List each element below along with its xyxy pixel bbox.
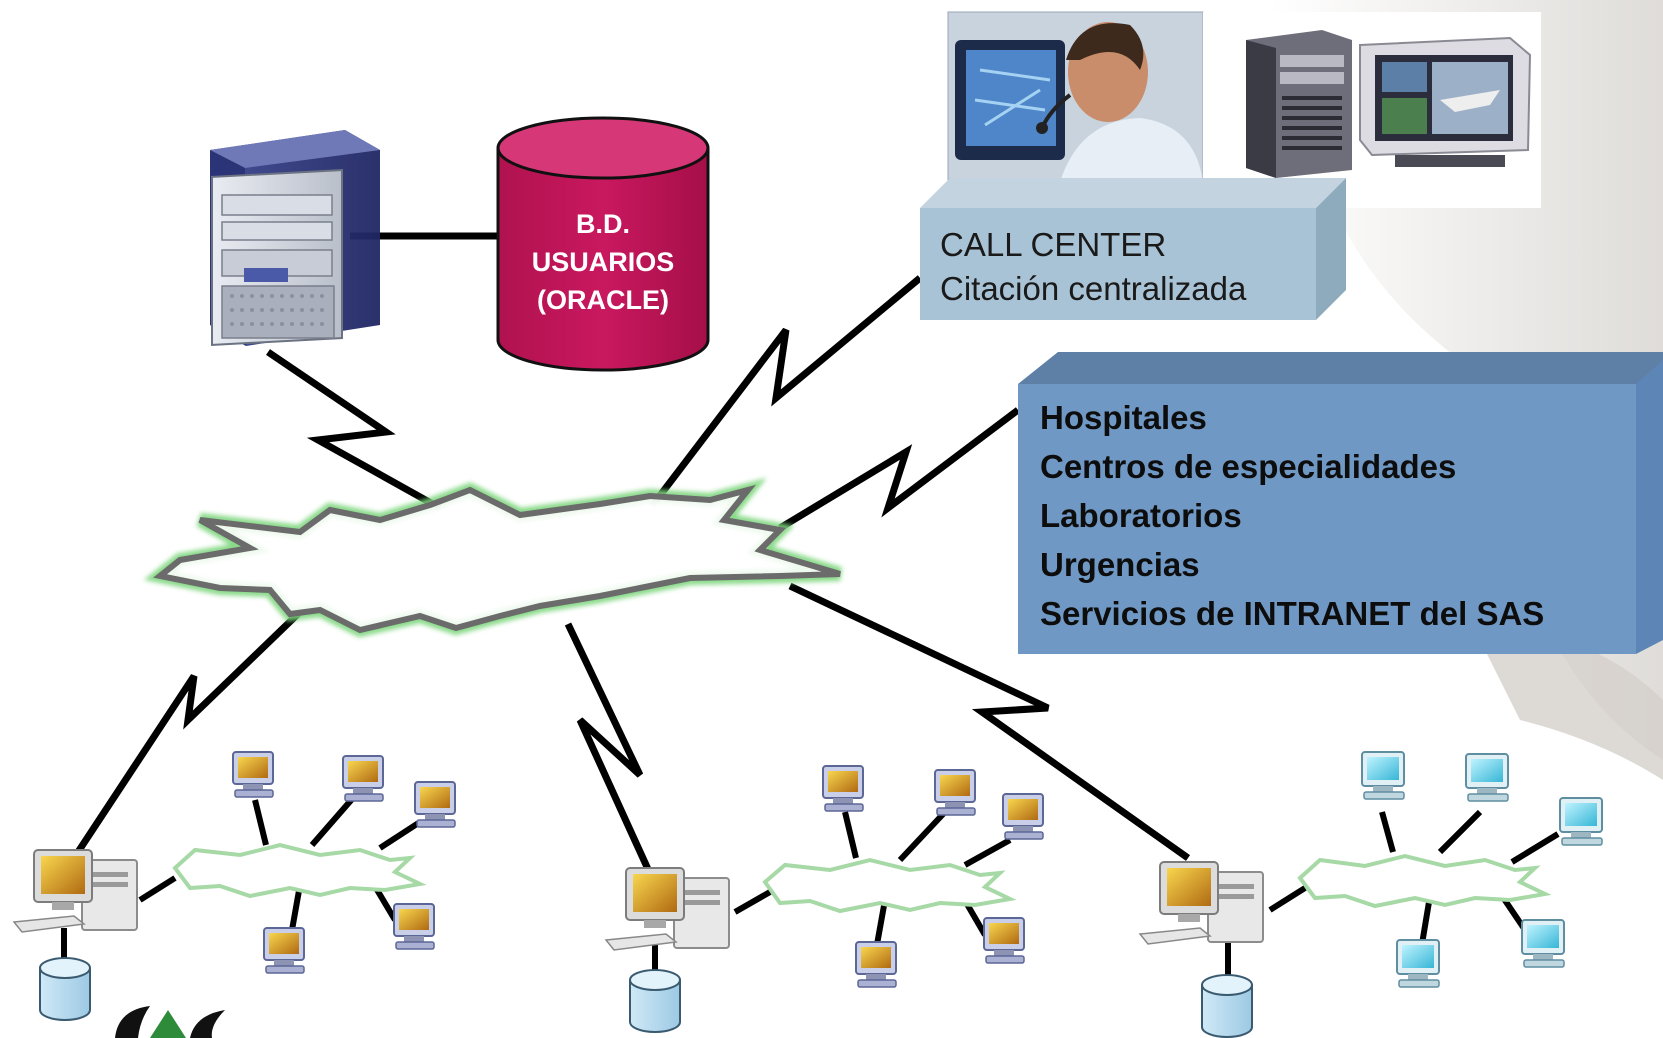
monitor-icon — [983, 917, 1025, 964]
monitor-icon — [393, 903, 435, 950]
small-database-icon — [1201, 974, 1253, 1038]
monitor-icon — [232, 751, 274, 798]
hospitals-item-1: Hospitales — [1040, 399, 1207, 436]
monitor-icon — [342, 755, 384, 802]
monitor-icon — [263, 927, 305, 974]
call-center-subtitle: Citación centralizada — [940, 270, 1247, 307]
pc-icon — [13, 849, 138, 933]
hospitals-item-2: Centros de especialidades — [1040, 448, 1456, 485]
lan-cloud-icon — [172, 842, 427, 899]
monitor-icon — [1465, 753, 1509, 802]
monitor-icon — [855, 941, 897, 988]
network-cloud-icon — [143, 477, 843, 638]
connection-links — [75, 232, 1191, 880]
small-database-icon — [39, 957, 91, 1021]
monitor-icon — [934, 769, 976, 816]
cloud-to-left-lan-link — [75, 609, 303, 854]
cloud-to-right-lan-link — [788, 582, 1191, 861]
hospitals-item-5: Servicios de INTRANET del SAS — [1040, 595, 1544, 632]
monitor-icon — [414, 781, 456, 828]
lan-cloud-icon — [762, 857, 1017, 914]
server-to-cloud-link — [266, 349, 442, 512]
monitor-icon — [1361, 751, 1405, 800]
cloud-to-center-lan-link — [564, 622, 656, 880]
database-icon: B.D. USUARIOS (ORACLE) — [496, 116, 710, 372]
database-label-line-1: B.D. — [576, 209, 630, 239]
small-database-icon — [629, 969, 681, 1033]
lan-cloud-icon — [1297, 853, 1552, 909]
database-label-line-2: USUARIOS — [532, 247, 675, 277]
center-lan — [605, 765, 1044, 1033]
monitor-icon — [1396, 939, 1440, 988]
hospitals-item-4: Urgencias — [1040, 546, 1200, 583]
callcenter-to-cloud-link — [649, 275, 923, 509]
monitor-icon — [822, 765, 864, 812]
monitor-icon — [1559, 797, 1603, 846]
monitor-icon — [1521, 919, 1565, 968]
logo-icon — [115, 1006, 225, 1038]
call-center-title: CALL CENTER — [940, 226, 1166, 263]
database-label-line-3: (ORACLE) — [537, 285, 669, 315]
pc-icon — [605, 867, 730, 951]
left-lan — [13, 751, 456, 1021]
workstation-photo — [1203, 12, 1541, 208]
call-center-agent-photo — [947, 11, 1204, 183]
hospitals-box: Hospitales Centros de especialidades Lab… — [1018, 352, 1663, 654]
hospitals-to-cloud-link — [778, 407, 1021, 531]
hospitals-item-3: Laboratorios — [1040, 497, 1242, 534]
pc-icon — [1139, 861, 1264, 945]
background-finger — [1480, 636, 1663, 780]
server-icon — [210, 130, 380, 346]
right-lan — [1139, 751, 1603, 1038]
call-center-box: CALL CENTER Citación centralizada — [920, 178, 1346, 320]
monitor-icon — [1002, 793, 1044, 840]
